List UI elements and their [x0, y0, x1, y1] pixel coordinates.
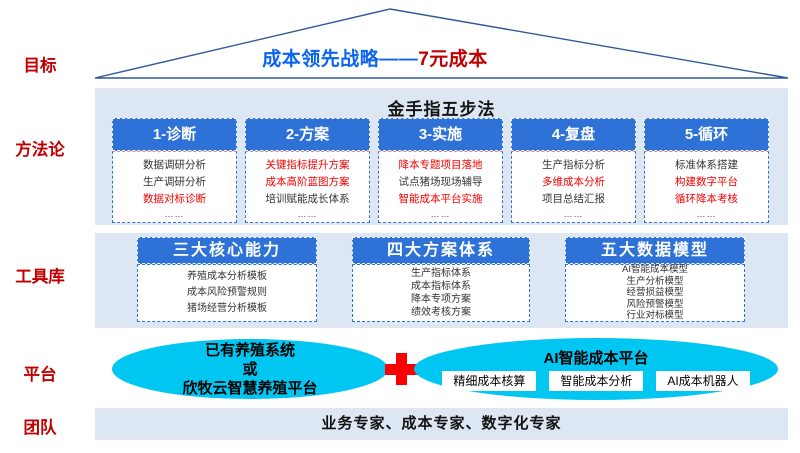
goal-statement: 成本领先战略——7元成本 — [95, 44, 655, 71]
toolkit-item: AI智能成本模型 — [622, 264, 688, 276]
step-item: 构建数字平台 — [675, 176, 738, 188]
step-item: 项目总结汇报 — [542, 193, 605, 205]
step-item: 生产指标分析 — [542, 159, 605, 171]
existing-system-ellipse: 已有养殖系统 或 欣牧云智慧养殖平台 — [112, 339, 388, 399]
row-label-methodology: 方法论 — [15, 141, 65, 159]
toolkit-box-header: 四大方案体系 — [352, 237, 530, 264]
toolkit-item: 经营损益模型 — [626, 287, 684, 299]
module-chip: 智能成本分析 — [549, 370, 644, 391]
toolkit-box-header: 三大核心能力 — [137, 237, 317, 264]
toolkit-box-items: 生产指标体系 成本指标体系 降本专项方案 绩效考核方案 — [352, 264, 530, 322]
ellipse-line: 已有养殖系统 — [204, 341, 295, 359]
toolkit-item: 行业对标模型 — [626, 310, 684, 322]
toolkit-item: 绩效考核方案 — [411, 307, 471, 318]
step-header: 5-循环 — [644, 118, 769, 151]
toolkit-box-items: AI智能成本模型 生产分析模型 经营损益模型 风险预警模型 行业对标模型 — [565, 264, 745, 322]
toolkit-box-header: 五大数据模型 — [565, 237, 745, 264]
step-item-more: …… — [164, 209, 185, 219]
step-header: 1-诊断 — [112, 118, 237, 151]
step-header: 4-复盘 — [511, 118, 636, 151]
row-label-team: 团队 — [23, 419, 57, 437]
toolkit-item: 养殖成本分析模板 — [187, 271, 267, 282]
toolkit-box-data-models: 五大数据模型 AI智能成本模型 生产分析模型 经营损益模型 风险预警模型 行业对… — [565, 237, 745, 322]
row-label-platform: 平台 — [23, 366, 57, 384]
method-step-column-2: 2-方案 关键指标提升方案 成本高阶蓝图方案 培训赋能成长体系 …… — [245, 118, 370, 223]
toolkit-box-core-abilities: 三大核心能力 养殖成本分析模板 成本风险预警规则 猪场经营分析模板 — [137, 237, 317, 322]
step-item: 关键指标提升方案 — [265, 159, 350, 171]
row-label-goal: 目标 — [23, 57, 57, 75]
step-item: 培训赋能成长体系 — [265, 193, 350, 205]
toolkit-boxes: 三大核心能力 养殖成本分析模板 成本风险预警规则 猪场经营分析模板 四大方案体系… — [137, 237, 745, 322]
toolkit-item: 生产分析模型 — [626, 275, 684, 287]
toolkit-item: 猪场经营分析模板 — [187, 303, 267, 314]
step-item: 数据对标诊断 — [143, 193, 206, 205]
step-item-more: …… — [297, 209, 318, 219]
target-cost-text: 7元成本 — [418, 49, 488, 70]
step-items: 生产指标分析 多维成本分析 项目总结汇报 …… — [511, 151, 636, 223]
toolkit-item: 成本指标体系 — [411, 281, 471, 292]
method-step-column-1: 1-诊断 数据调研分析 生产调研分析 数据对标诊断 …… — [112, 118, 237, 223]
method-columns: 1-诊断 数据调研分析 生产调研分析 数据对标诊断 …… 2-方案 关键指标提升… — [112, 118, 769, 223]
toolkit-box-solution-systems: 四大方案体系 生产指标体系 成本指标体系 降本专项方案 绩效考核方案 — [352, 237, 530, 322]
ai-platform-title: AI智能成本平台 — [543, 349, 649, 367]
toolkit-item: 风险预警模型 — [626, 298, 684, 310]
method-title: 金手指五步法 — [387, 100, 496, 119]
method-step-column-4: 4-复盘 生产指标分析 多维成本分析 项目总结汇报 …… — [511, 118, 636, 223]
step-header: 3-实施 — [378, 118, 503, 151]
step-items: 标准体系搭建 构建数字平台 循环降本考核 …… — [644, 151, 769, 223]
step-header: 2-方案 — [245, 118, 370, 151]
ellipse-line: 欣牧云智慧养殖平台 — [182, 379, 318, 397]
module-chip: AI成本机器人 — [656, 370, 750, 391]
step-item: 降本专题项目落地 — [398, 159, 483, 171]
toolkit-item: 生产指标体系 — [411, 268, 471, 279]
step-item: 智能成本平台实施 — [398, 193, 483, 205]
step-item: 标准体系搭建 — [675, 159, 738, 171]
step-item-more: …… — [696, 209, 717, 219]
step-item-more: …… — [430, 209, 451, 219]
step-item: 多维成本分析 — [542, 176, 605, 188]
toolkit-box-items: 养殖成本分析模板 成本风险预警规则 猪场经营分析模板 — [137, 264, 317, 322]
toolkit-item: 成本风险预警规则 — [187, 287, 267, 298]
strategy-text: 成本领先战略—— — [262, 49, 419, 70]
method-step-column-3: 3-实施 降本专题项目落地 试点猪场现场辅导 智能成本平台实施 …… — [378, 118, 503, 223]
step-items: 关键指标提升方案 成本高阶蓝图方案 培训赋能成长体系 …… — [245, 151, 370, 223]
step-items: 降本专题项目落地 试点猪场现场辅导 智能成本平台实施 …… — [378, 151, 503, 223]
ellipse-line: 或 — [242, 360, 258, 378]
method-step-column-5: 5-循环 标准体系搭建 构建数字平台 循环降本考核 …… — [644, 118, 769, 223]
row-label-toolkit: 工具库 — [15, 268, 65, 286]
step-item: 试点猪场现场辅导 — [398, 176, 483, 188]
step-items: 数据调研分析 生产调研分析 数据对标诊断 …… — [112, 151, 237, 223]
module-chip: 精细成本核算 — [442, 370, 537, 391]
step-item: 成本高阶蓝图方案 — [265, 176, 350, 188]
step-item: 循环降本考核 — [675, 193, 738, 205]
step-item: 生产调研分析 — [143, 176, 206, 188]
roof-outline — [94, 8, 789, 79]
ai-platform-modules: 精细成本核算 智能成本分析 AI成本机器人 — [442, 370, 750, 391]
step-item-more: …… — [563, 209, 584, 219]
team-bar: 业务专家、成本专家、数字化专家 — [95, 408, 788, 440]
step-item: 数据调研分析 — [143, 159, 206, 171]
toolkit-item: 降本专项方案 — [411, 294, 471, 305]
ai-platform-ellipse: AI智能成本平台 精细成本核算 智能成本分析 AI成本机器人 — [414, 338, 778, 400]
methodology-section: 金手指五步法 1-诊断 数据调研分析 生产调研分析 数据对标诊断 …… 2-方案… — [95, 88, 788, 225]
toolkit-section: 三大核心能力 养殖成本分析模板 成本风险预警规则 猪场经营分析模板 四大方案体系… — [95, 233, 788, 328]
